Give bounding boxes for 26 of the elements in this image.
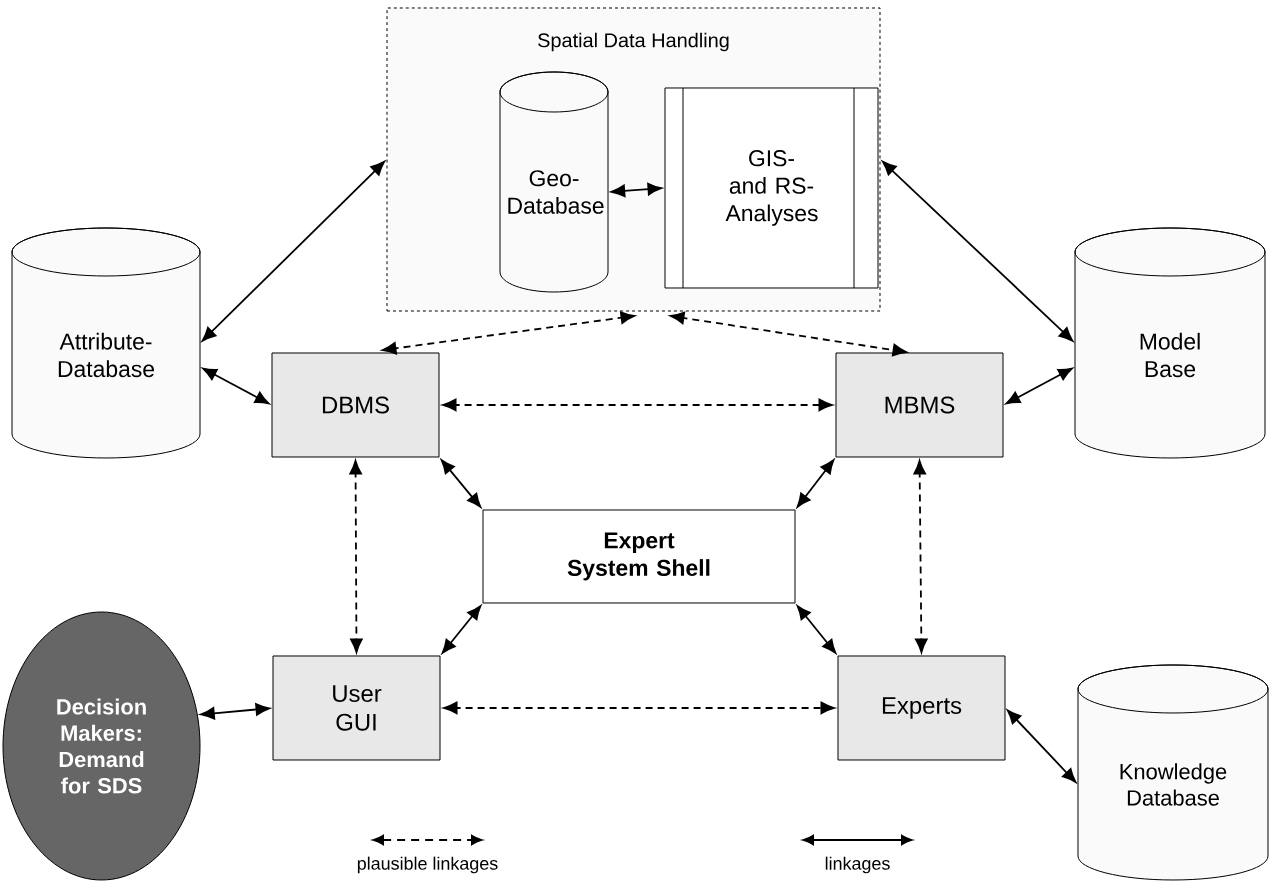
legend-label: linkages: [825, 856, 890, 874]
process-box: DBMS: [271, 352, 440, 458]
database-cylinder: Geo-Database: [499, 71, 609, 293]
process-box: GIS- and RS-Analyses: [664, 87, 879, 289]
database-cylinder: Attribute-Database: [11, 227, 201, 459]
database-cylinder: Model Base: [1074, 227, 1266, 459]
arrow: [1005, 367, 1073, 405]
arrow: [882, 160, 1074, 342]
arrow: [1006, 709, 1077, 783]
arrow: [610, 182, 662, 198]
arrow: [443, 701, 835, 715]
process-box: MBMS: [835, 352, 1004, 458]
arrow: [796, 605, 837, 654]
arrow: [441, 605, 482, 654]
arrow: [669, 311, 908, 357]
legend-label: plausible linkages: [357, 856, 498, 874]
process-box: Expert System Shell: [482, 509, 796, 604]
database-cylinder: Knowledge Database: [1077, 664, 1269, 881]
process-box: Experts: [837, 655, 1006, 761]
arrow: [796, 459, 835, 508]
process-box: User GUI: [272, 655, 441, 761]
arrow: [202, 367, 270, 405]
arrow: [442, 398, 833, 412]
arrow: [200, 703, 270, 720]
arrow: [440, 459, 482, 508]
arrow: [201, 161, 385, 342]
